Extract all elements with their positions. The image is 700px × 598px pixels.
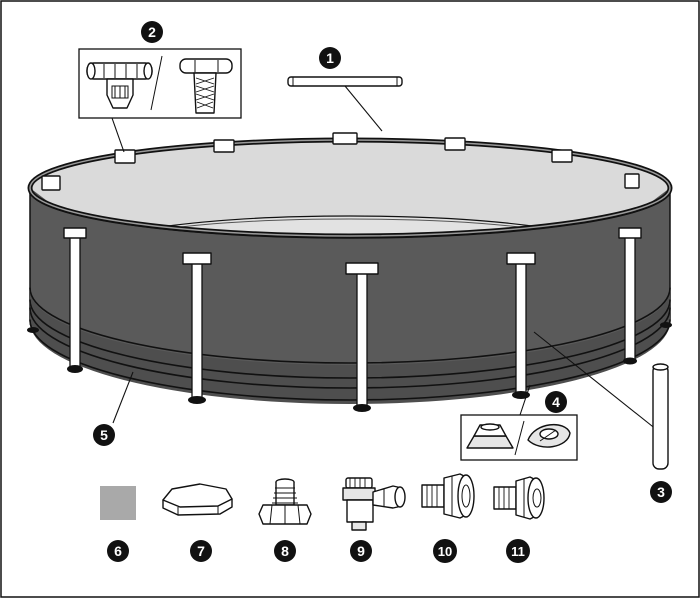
badge-5: 5 xyxy=(93,424,115,446)
part-jet-nozzle-icon xyxy=(493,476,545,520)
badge-9: 9 xyxy=(350,540,372,562)
badge-11: 11 xyxy=(506,539,530,563)
part-strainer-connector-icon xyxy=(421,473,475,519)
badge-4: 4 xyxy=(545,391,567,413)
top-rail-connectors xyxy=(41,132,640,191)
part-horizontal-beam-icon xyxy=(287,76,403,87)
part-repair-patch-icon xyxy=(100,486,136,520)
badge-10-label: 10 xyxy=(438,544,452,559)
badge-11-label: 11 xyxy=(511,544,525,559)
badge-8: 8 xyxy=(274,540,296,562)
part-leg-base-cap-icon xyxy=(460,414,578,461)
badge-9-label: 9 xyxy=(357,543,365,559)
leader-lines xyxy=(111,85,658,431)
badge-3: 3 xyxy=(650,481,672,503)
badge-7: 7 xyxy=(190,540,212,562)
badge-7-label: 7 xyxy=(197,543,205,559)
badge-5-label: 5 xyxy=(100,427,108,443)
part-drain-cap-icon xyxy=(162,483,233,516)
badge-8-label: 8 xyxy=(281,543,289,559)
badge-6: 6 xyxy=(107,540,129,562)
pool-legs xyxy=(27,227,672,412)
badge-2: 2 xyxy=(141,21,163,43)
badge-3-label: 3 xyxy=(657,484,665,500)
badge-1: 1 xyxy=(319,47,341,69)
badge-2-label: 2 xyxy=(148,24,156,40)
part-plunger-valve-icon xyxy=(342,477,406,531)
badge-10: 10 xyxy=(433,539,457,563)
badge-4-label: 4 xyxy=(552,394,560,410)
part-drain-connector-icon xyxy=(258,478,312,525)
pool-assembly xyxy=(27,132,673,412)
badge-6-label: 6 xyxy=(114,543,122,559)
part-vertical-leg-icon xyxy=(652,363,669,470)
badge-1-label: 1 xyxy=(326,50,334,66)
part-t-joint-and-strap-icon xyxy=(78,48,242,119)
